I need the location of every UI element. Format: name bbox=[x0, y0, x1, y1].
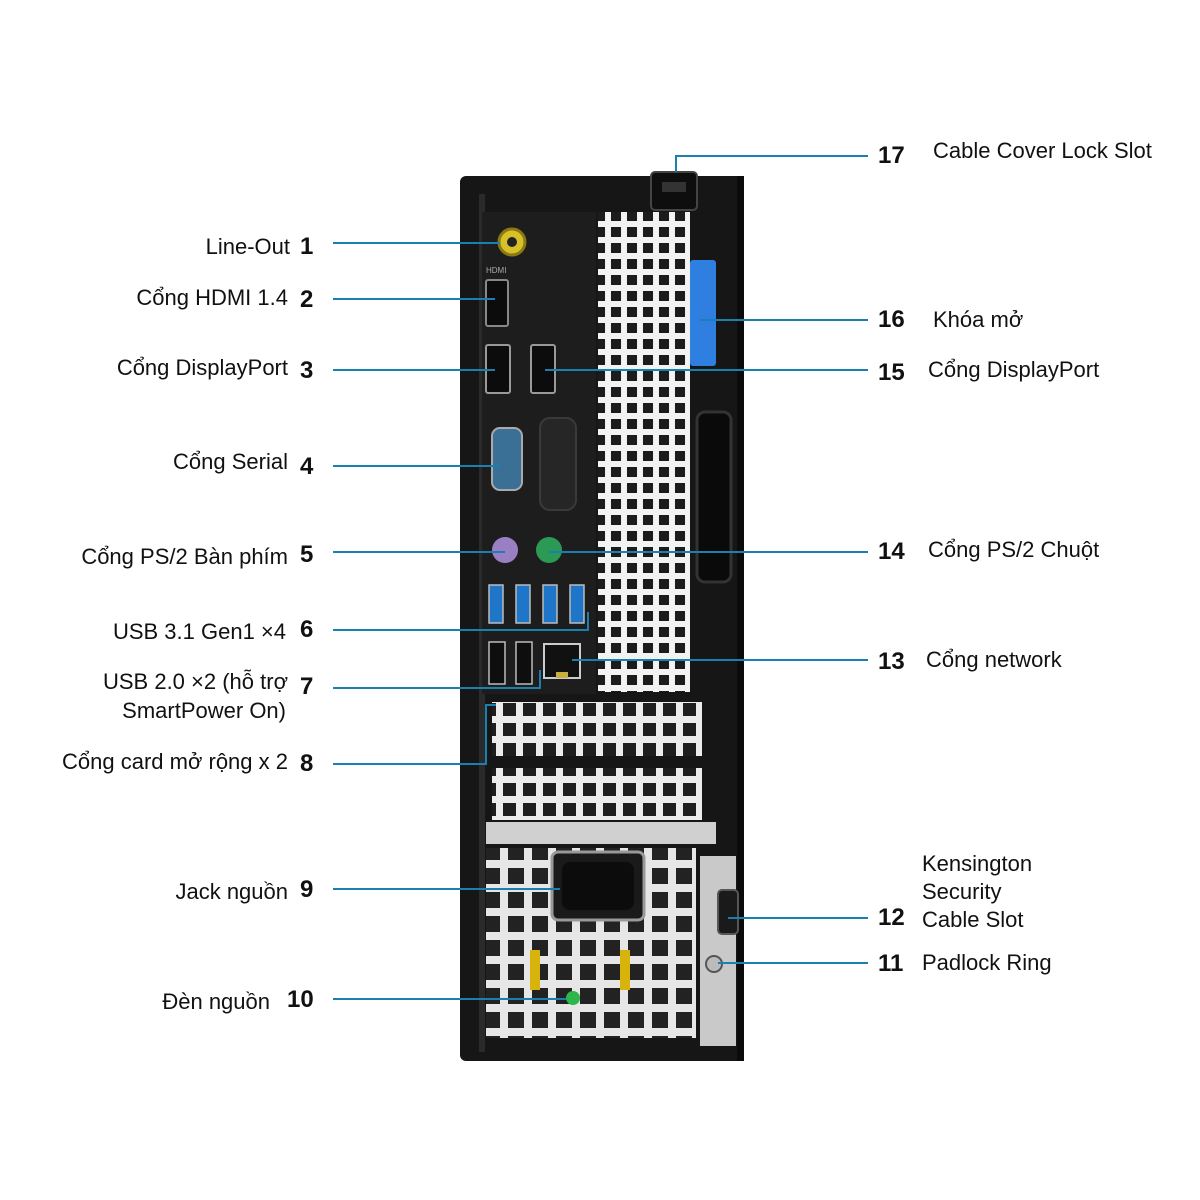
callout-label-8: Cổng card mở rộng x 2 bbox=[62, 749, 288, 774]
leader-8 bbox=[333, 704, 496, 765]
serial-port bbox=[491, 427, 523, 491]
usb3-port-4 bbox=[569, 584, 585, 624]
callout-number-11: 11 bbox=[878, 950, 904, 977]
callout-label-7: USB 2.0 ×2 (hỗ trợ bbox=[102, 669, 288, 694]
callout-label-12-line3: Cable Slot bbox=[922, 907, 1024, 932]
callout-label-11: Padlock Ring bbox=[922, 950, 1052, 975]
usb2-port-2 bbox=[515, 641, 533, 685]
io-panel: HDMI bbox=[482, 212, 596, 694]
power-supply bbox=[486, 848, 739, 1046]
callout-label-1: Line-Out bbox=[205, 234, 290, 259]
callout-number-14: 14 bbox=[878, 538, 905, 565]
callout-label-2: Cổng HDMI 1.4 bbox=[136, 285, 288, 310]
vent-grill bbox=[598, 212, 690, 692]
usb2-port-1 bbox=[488, 641, 506, 685]
callout-label-15: Cổng DisplayPort bbox=[928, 357, 1100, 382]
callout-number-17: 17 bbox=[878, 142, 905, 169]
callout-label-7-line2: SmartPower On) bbox=[122, 698, 286, 723]
callout-label-14: Cổng PS/2 Chuột bbox=[928, 537, 1100, 562]
callout-number-1: 1 bbox=[300, 233, 314, 260]
callout-number-4: 4 bbox=[300, 453, 314, 480]
callout-number-3: 3 bbox=[300, 357, 314, 384]
callout-number-12: 12 bbox=[878, 904, 905, 931]
callout-label-4: Cổng Serial bbox=[173, 449, 288, 474]
leader-7 bbox=[333, 670, 541, 689]
usb3-port-3 bbox=[542, 584, 558, 624]
expansion-slots bbox=[486, 702, 716, 844]
callout-label-17: Cable Cover Lock Slot bbox=[933, 138, 1152, 163]
callout-label-12-line2: Security bbox=[922, 879, 1002, 904]
callout-number-8: 8 bbox=[300, 750, 314, 777]
callout-number-9: 9 bbox=[300, 876, 314, 903]
release-latch bbox=[690, 260, 716, 366]
hdmi-port bbox=[485, 279, 509, 327]
leader-lines bbox=[333, 155, 868, 1000]
callout-label-16: Khóa mở bbox=[933, 307, 1024, 332]
leader-6 bbox=[333, 612, 589, 631]
leader-17 bbox=[675, 155, 868, 172]
callout-label-12: Kensington bbox=[922, 851, 1033, 876]
ps2-mouse-port bbox=[536, 537, 562, 563]
callout-label-5: Cổng PS/2 Bàn phím bbox=[81, 544, 288, 569]
power-led bbox=[566, 991, 580, 1005]
callout-label-13: Cổng network bbox=[926, 647, 1062, 672]
kensington-slot bbox=[717, 889, 739, 935]
callout-number-13: 13 bbox=[878, 648, 905, 675]
callout-number-6: 6 bbox=[300, 616, 314, 643]
callout-number-10: 10 bbox=[287, 986, 314, 1013]
callout-label-6: USB 3.1 Gen1 ×4 bbox=[112, 619, 286, 644]
usb3-port-1 bbox=[488, 584, 504, 624]
callout-number-15: 15 bbox=[878, 359, 905, 386]
callout-label-3: Cổng DisplayPort bbox=[116, 355, 288, 380]
callout-label-9: Jack nguồn bbox=[175, 879, 288, 904]
callout-number-5: 5 bbox=[300, 541, 314, 568]
callout-label-10: Đèn nguồn bbox=[162, 989, 270, 1014]
ps2-keyboard-port bbox=[492, 537, 518, 563]
hdmi-marking: HDMI bbox=[486, 266, 506, 275]
callout-number-7: 7 bbox=[300, 673, 314, 700]
usb3-port-2 bbox=[515, 584, 531, 624]
callout-number-16: 16 bbox=[878, 306, 905, 333]
callout-number-2: 2 bbox=[300, 286, 314, 313]
